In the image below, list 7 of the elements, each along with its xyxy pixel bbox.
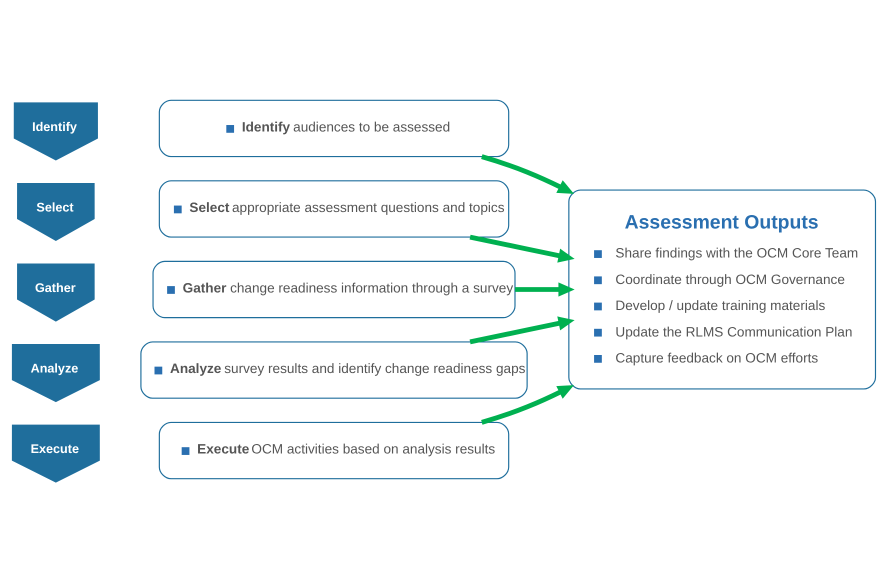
arrow: [515, 282, 575, 296]
node-box: Execute OCM activities based on analysis results: [158, 421, 510, 479]
node-box: Analyze survey results and identify change readiness gaps: [140, 340, 528, 398]
node-box: Select appropriate assessment questions and topics: [158, 180, 510, 238]
node-box: Assessment Outputs Share findings with the OCM Core Team Coordinate through OCM Governance Develop / update training materials Update the RLMS Communication Plan Capture feedback on OCM efforts: [568, 188, 876, 390]
node-box: Gather change readiness information through a survey: [152, 260, 516, 318]
node-box: Identify audiences to be assessed: [158, 99, 510, 157]
